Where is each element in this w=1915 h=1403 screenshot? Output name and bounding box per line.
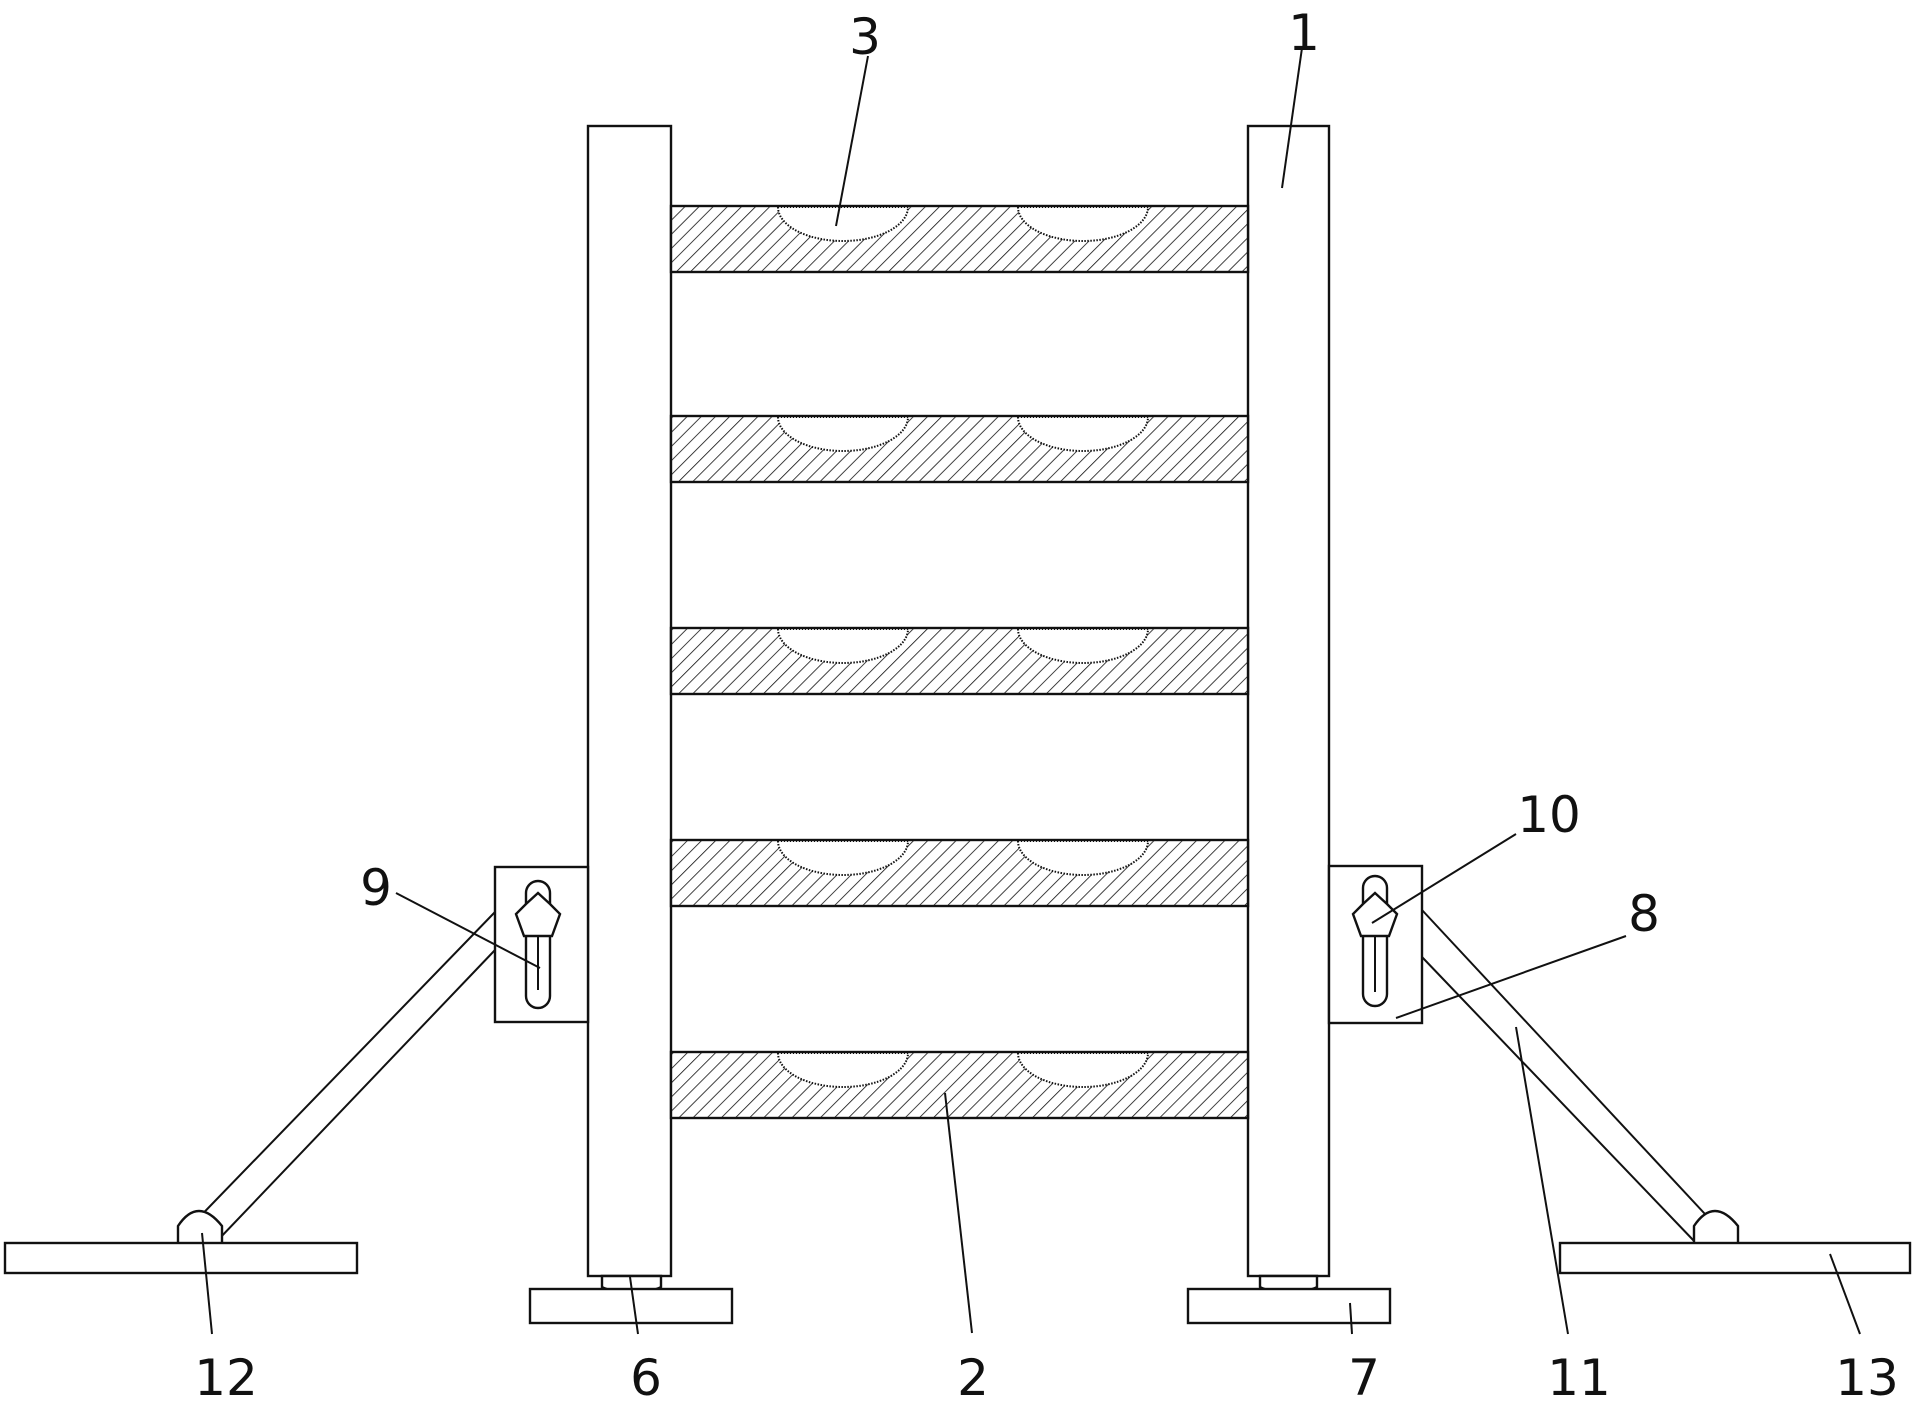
label-13: 13: [1835, 1349, 1899, 1403]
left-base-plate: [3, 1241, 359, 1275]
groove-3a: [776, 628, 910, 664]
label-7: 7: [1348, 1349, 1380, 1403]
right-brace-upper: [1421, 909, 1719, 1229]
right-base-plate: [1558, 1241, 1912, 1275]
leader-13: [1829, 1253, 1861, 1335]
groove-4a: [776, 840, 910, 876]
leader-6: [629, 1276, 639, 1335]
shelf-bar-4: [669, 838, 1250, 908]
shelf-bar-1: [669, 204, 1250, 274]
leader-10: [1371, 833, 1517, 924]
right-foot-plate: [1186, 1287, 1392, 1325]
left-foot-plate: [528, 1287, 734, 1325]
shelf-bar-3: [669, 626, 1250, 696]
right-upright: [1246, 124, 1331, 1278]
label-6: 6: [630, 1349, 662, 1403]
label-12: 12: [194, 1349, 258, 1403]
groove-5a: [776, 1052, 910, 1088]
label-1: 1: [1288, 4, 1320, 62]
leader-2: [944, 1092, 973, 1334]
label-10: 10: [1517, 786, 1581, 844]
groove-3b: [1016, 628, 1150, 664]
groove-2b: [1016, 416, 1150, 452]
groove-5b: [1016, 1052, 1150, 1088]
label-9: 9: [360, 859, 392, 917]
right-brace-lower: [1421, 956, 1696, 1243]
groove-1a: [776, 206, 910, 242]
right-pivot: [1692, 1209, 1740, 1246]
left-upright: [586, 124, 673, 1278]
groove-2a: [776, 416, 910, 452]
leader-3: [835, 55, 869, 227]
leader-12: [201, 1232, 213, 1335]
groove-1b: [1016, 206, 1150, 242]
leader-8: [1395, 935, 1627, 1019]
left-brace-upper: [184, 911, 496, 1233]
label-2: 2: [957, 1349, 989, 1403]
leader-9: [395, 892, 541, 969]
left-pivot: [176, 1209, 224, 1246]
groove-4b: [1016, 840, 1150, 876]
left-brace-lower: [217, 949, 496, 1241]
leader-1: [1281, 47, 1303, 189]
label-11: 11: [1547, 1349, 1611, 1403]
shelf-bar-2: [669, 414, 1250, 484]
shelf-bar-5: [669, 1050, 1250, 1120]
label-3: 3: [849, 8, 881, 66]
label-8: 8: [1628, 885, 1660, 943]
leader-11: [1515, 1026, 1569, 1335]
leader-7: [1349, 1302, 1353, 1335]
